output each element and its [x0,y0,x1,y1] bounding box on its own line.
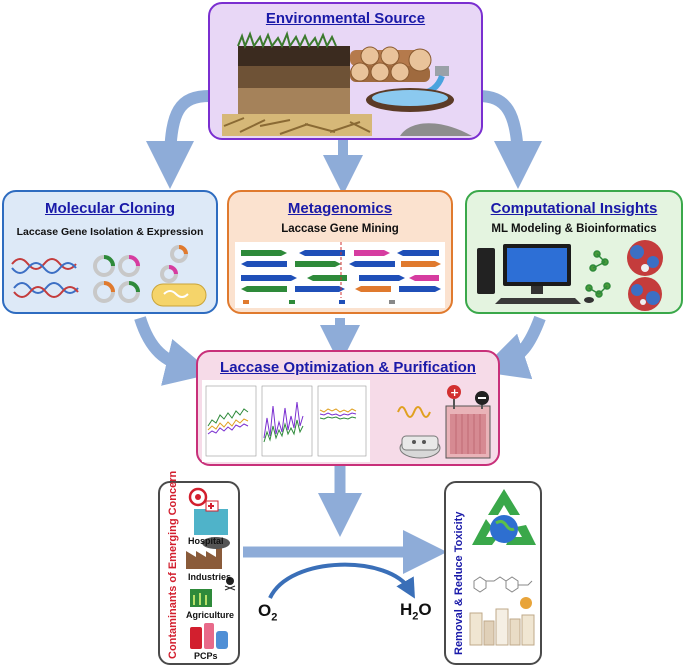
factory-icon [186,537,230,569]
wastewater-image [366,66,454,112]
biohazard-icon [188,487,208,507]
laccase-optimization-box: Laccase Optimization & Purification [196,350,500,466]
electrophoresis-device-image: + [397,385,491,459]
plasmid-image [93,245,188,303]
oxygen-label: O2 [258,601,278,624]
contaminant-sources-illustration [186,487,236,649]
contaminant-label-pcps: PCPs [194,651,218,661]
arrow-cloning-to-opt [134,316,214,386]
computational-insights-box: Computational Insights ML Modeling & Bio… [465,190,683,314]
environmental-source-title: Environmental Source [265,10,426,27]
simulation-plots-image [202,380,370,462]
molecular-cloning-title: Molecular Cloning [44,200,175,217]
metagenomics-subtitle: Laccase Gene Mining [281,223,399,235]
arrow-env-to-computational [477,90,542,189]
contaminants-title: Contaminants of Emerging Concern [167,470,179,659]
svg-text:+: + [450,386,459,399]
contaminant-label-hospital: Hospital [188,536,224,546]
arrow-o2-to-h2o [268,562,415,599]
pcps-icon [190,623,228,649]
agriculture-icon [190,589,212,607]
contaminants-box: Contaminants of Emerging Concern [158,471,240,665]
straw-image [222,114,372,136]
laccase-optimization-title: Laccase Optimization & Purification [220,359,476,376]
gene-mining-illustration [235,242,445,308]
removal-box: Removal & Reduce Toxicity [444,481,542,665]
removal-title: Removal & Reduce Toxicity [453,511,465,655]
computer-image [477,244,594,304]
pcp-bottles-image [469,597,535,646]
contaminant-label-agriculture: Agriculture [186,610,235,620]
skull-icon [224,577,236,591]
molecular-cloning-box: Molecular Cloning Laccase Gene Isolation… [2,190,218,314]
ash-pile-image [400,123,472,136]
soil-profile-image [237,30,350,114]
molecular-cloning-subtitle: Laccase Gene Isolation & Expression [16,226,204,238]
metagenomics-box: Metagenomics Laccase Gene Mining [227,190,453,314]
computational-insights-subtitle: ML Modeling & Bioinformatics [491,223,657,235]
dna-strands-image [11,258,79,298]
environment-illustration [222,30,472,136]
molecule-image [585,250,611,298]
recycle-globe-icon [472,489,536,545]
environmental-source-box: Environmental Source [208,2,483,140]
metagenomics-title: Metagenomics [287,200,393,217]
logs-image [350,46,432,82]
cloning-illustration [11,245,207,307]
protein-surface-image [627,240,663,311]
removal-illustration [469,489,536,646]
chemical-structure-image [473,576,533,593]
arrow-env-to-cloning [146,90,211,189]
contaminant-label-industries: Industries [188,572,232,582]
hospital-icon [194,500,228,535]
computational-illustration [477,240,663,311]
gene-arrows-image [241,242,441,304]
bacterium-image [151,283,207,307]
optimization-illustration: + [202,380,491,462]
arrow-comp-to-opt [479,315,546,380]
water-label: H2O [400,600,432,623]
computational-insights-title: Computational Insights [490,200,658,217]
